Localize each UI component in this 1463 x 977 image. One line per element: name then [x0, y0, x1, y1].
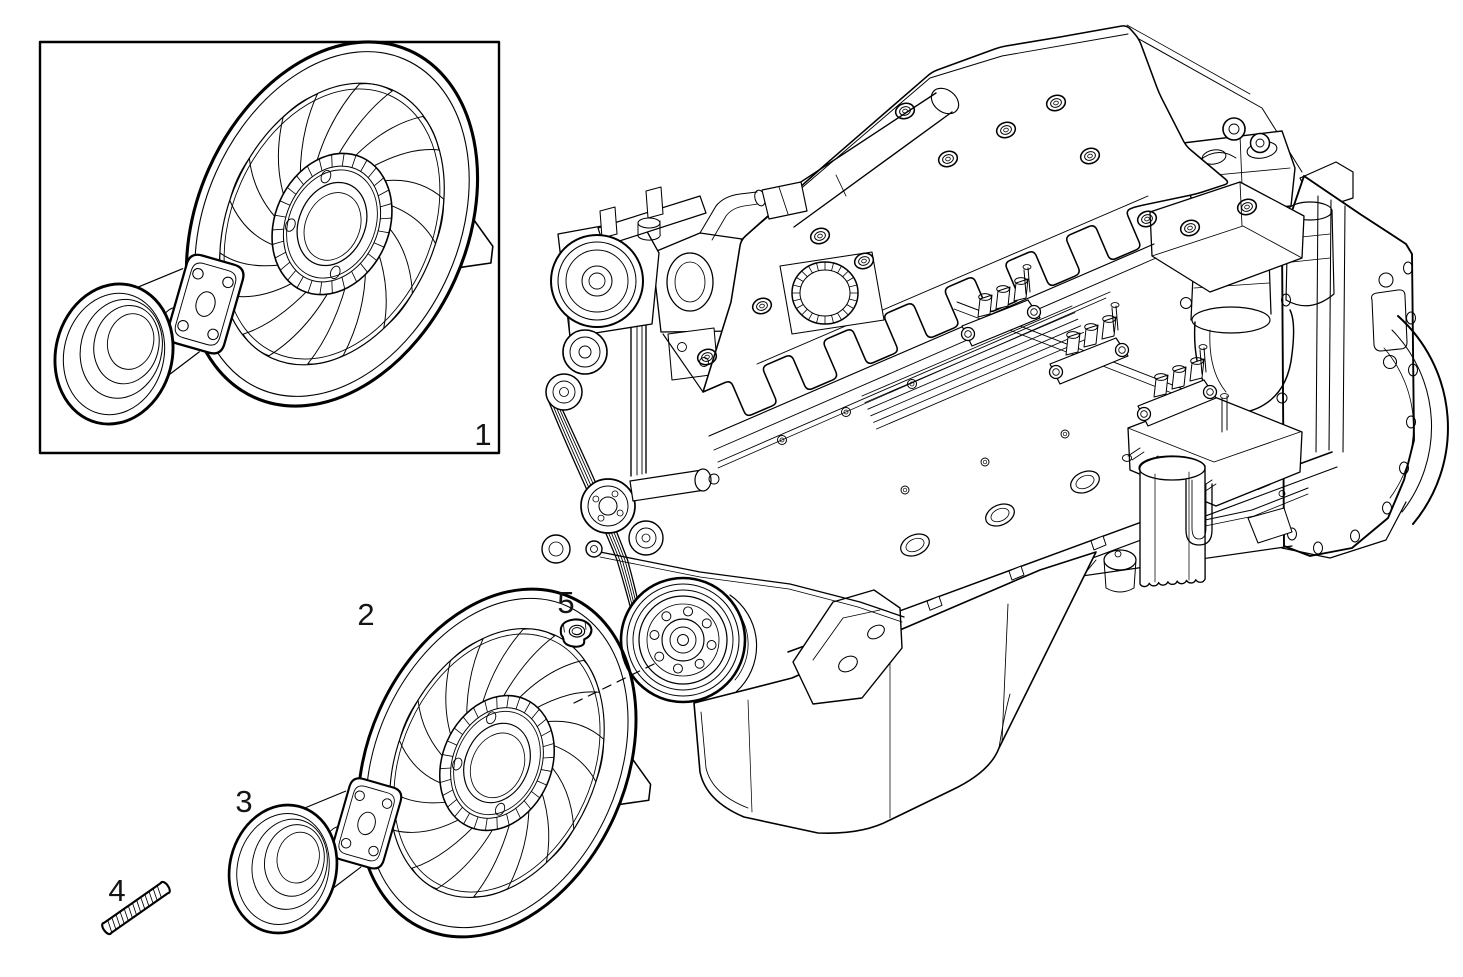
engine-illustration [541, 24, 1449, 835]
nut-part5 [559, 618, 593, 648]
fan-clutch-part3 [227, 777, 403, 935]
callout-3: 3 [235, 784, 252, 819]
stud-part4 [101, 880, 171, 936]
callout-5: 5 [557, 585, 574, 620]
part-1-frame [38, 40, 501, 455]
callout-4: 4 [108, 873, 125, 908]
fan-assembly-clutch-part1 [53, 253, 245, 426]
callout-1: 1 [474, 417, 491, 452]
fan-part2 [356, 587, 652, 939]
fan-assembly-fan-part1 [184, 40, 494, 408]
callout-2: 2 [357, 597, 374, 632]
